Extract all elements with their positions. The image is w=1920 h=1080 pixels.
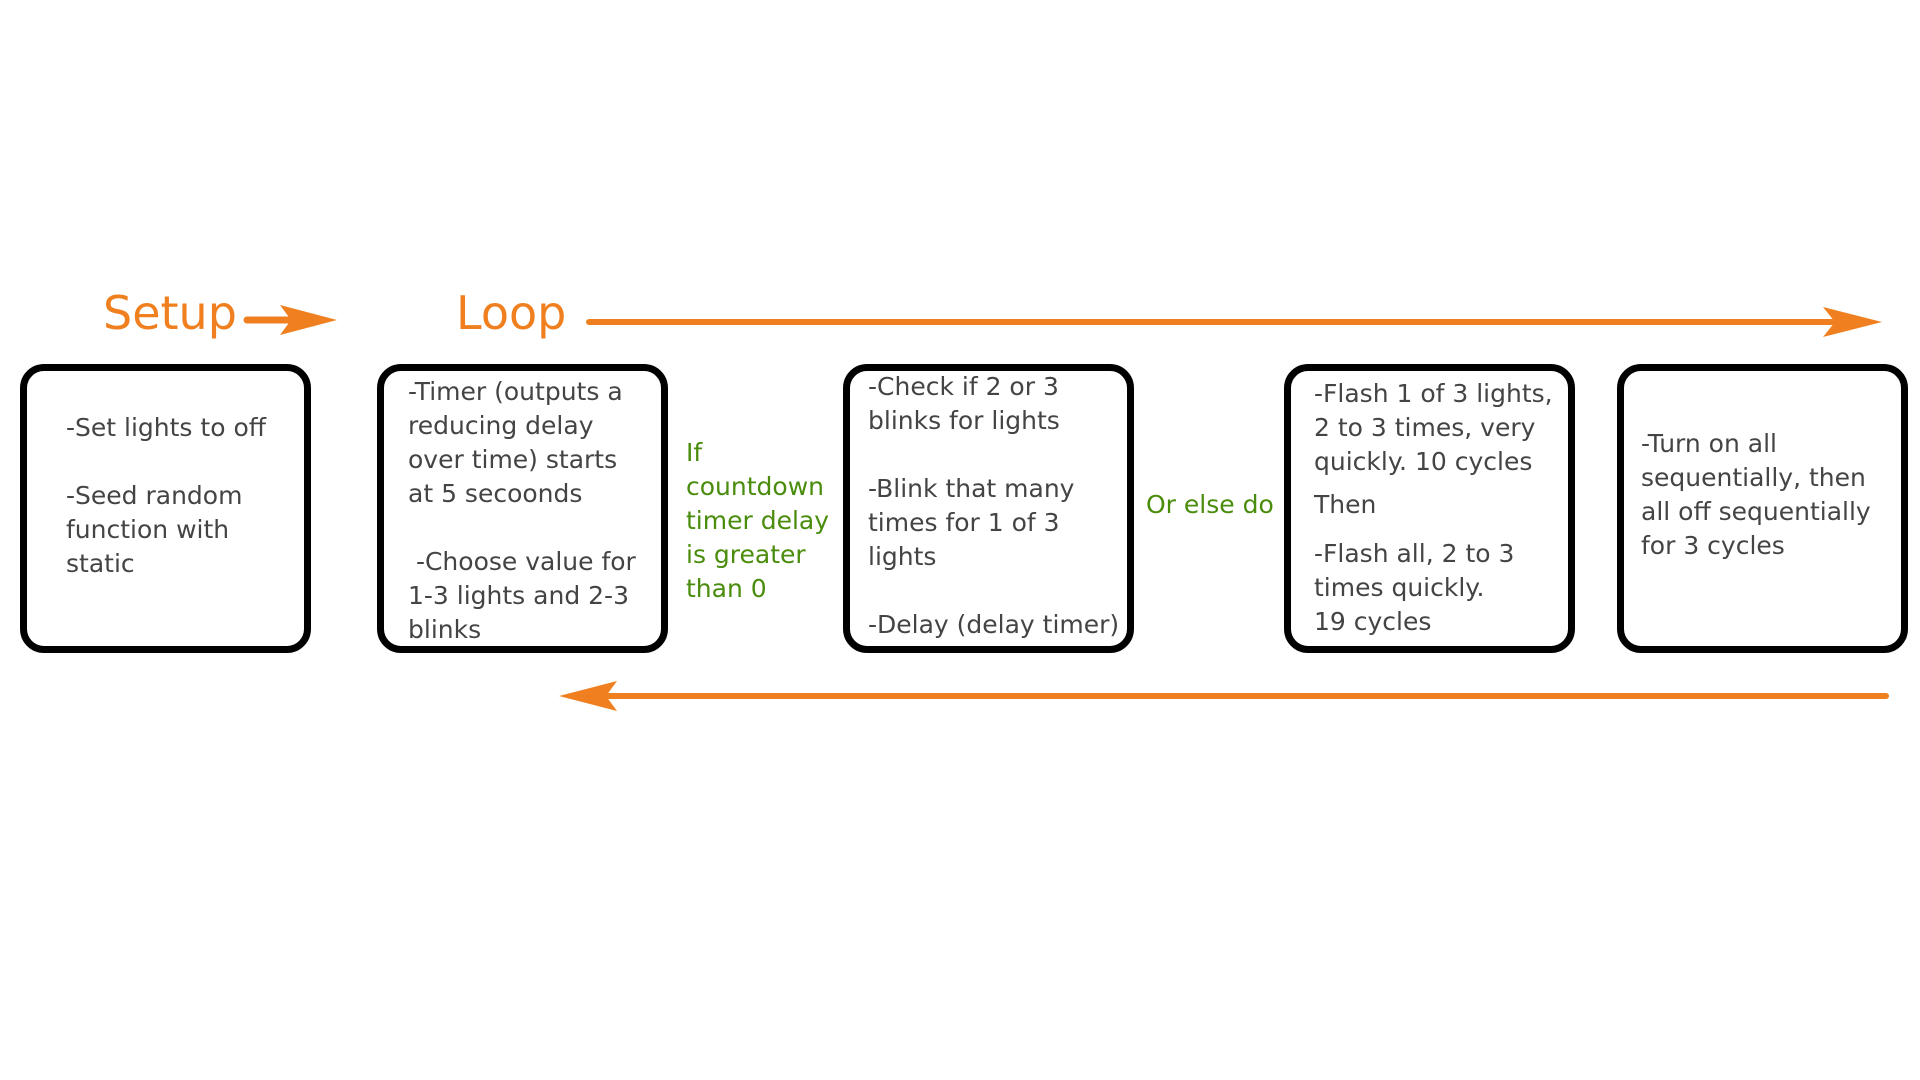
loop-heading: Loop	[456, 286, 567, 340]
timer-box	[377, 364, 668, 653]
sequence-box-text: -Turn on all sequentially, then all off …	[1641, 429, 1871, 560]
setup-arrow-icon	[243, 305, 337, 335]
flash-box-text-bottom: -Flash all, 2 to 3 times quickly. 19 cyc…	[1314, 539, 1515, 636]
setup-box	[20, 364, 311, 653]
loop-arrow-icon	[586, 307, 1882, 337]
if-condition-label: If countdown timer delay is greater than…	[686, 438, 830, 603]
return-arrow-icon	[559, 681, 1889, 711]
flash-box-then: Then	[1314, 490, 1377, 519]
flash-box	[1284, 364, 1575, 653]
setup-box-text: -Set lights to off -Seed random function…	[66, 413, 266, 578]
timer-box-text: -Timer (outputs a reducing delay over ti…	[408, 377, 636, 644]
flash-box-text-top: -Flash 1 of 3 lights, 2 to 3 times, very…	[1314, 379, 1553, 476]
or-else-label: Or else do	[1146, 490, 1274, 519]
sequence-box	[1617, 364, 1908, 653]
setup-heading: Setup	[103, 286, 237, 340]
blink-box-text: -Check if 2 or 3 blinks for lights -Blin…	[868, 372, 1120, 639]
blink-box	[843, 364, 1134, 653]
